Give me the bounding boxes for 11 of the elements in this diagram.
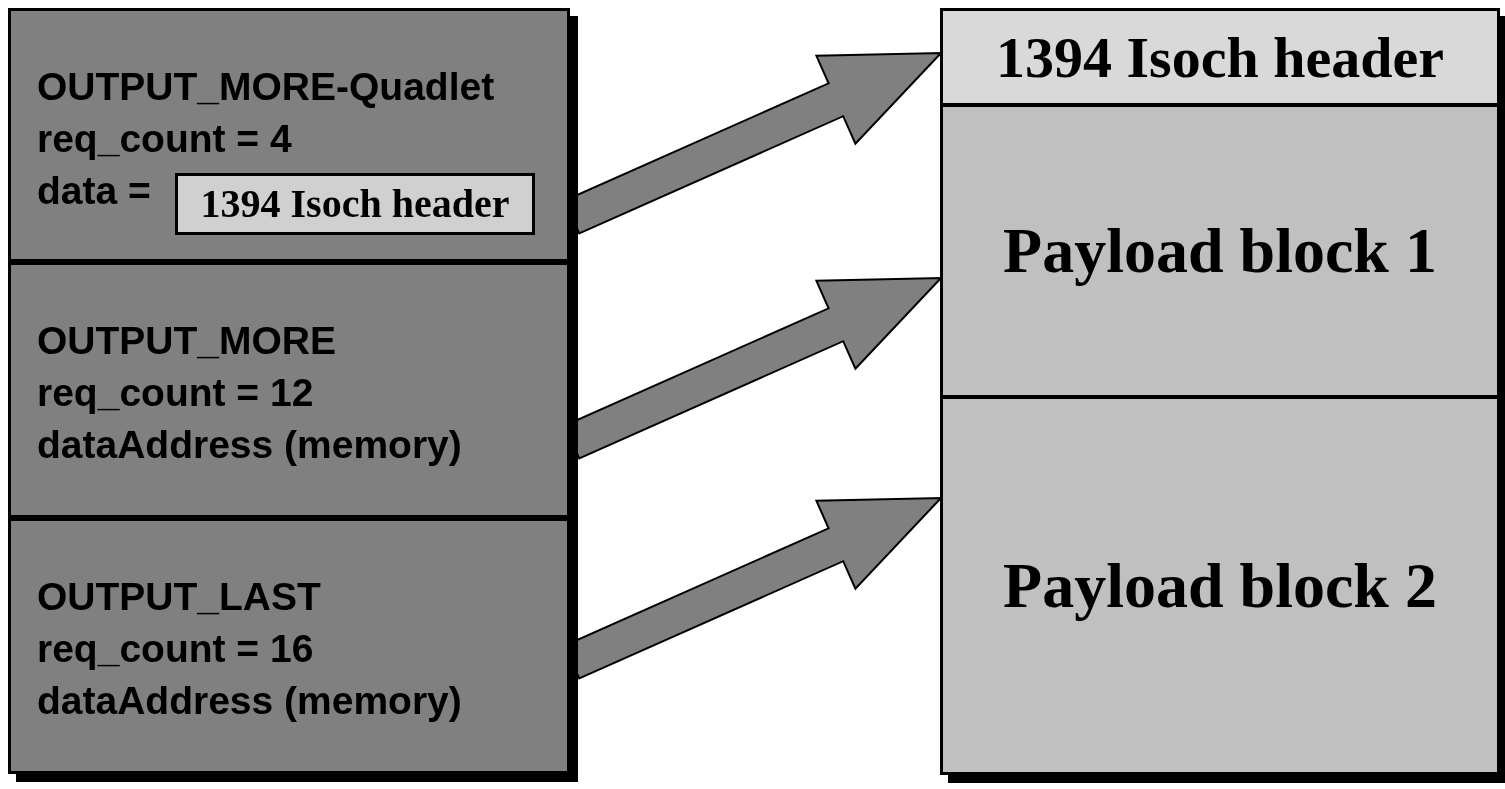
header-band: 1394 Isoch header: [943, 11, 1497, 103]
descriptor-field: data =: [37, 165, 151, 217]
descriptor-field: OUTPUT_MORE-Quadlet: [37, 61, 495, 113]
descriptor-field: req_count = 12: [37, 367, 314, 419]
descriptor-field: OUTPUT_MORE: [37, 315, 336, 367]
descriptor-field: req_count = 4: [37, 113, 292, 165]
descriptor-field: OUTPUT_LAST: [37, 571, 321, 623]
descriptor-field: dataAddress (memory): [37, 675, 462, 727]
descriptor-field: req_count = 16: [37, 623, 314, 675]
header-box: 1394 Isoch header: [175, 173, 535, 235]
descriptor-field: dataAddress (memory): [37, 419, 462, 471]
